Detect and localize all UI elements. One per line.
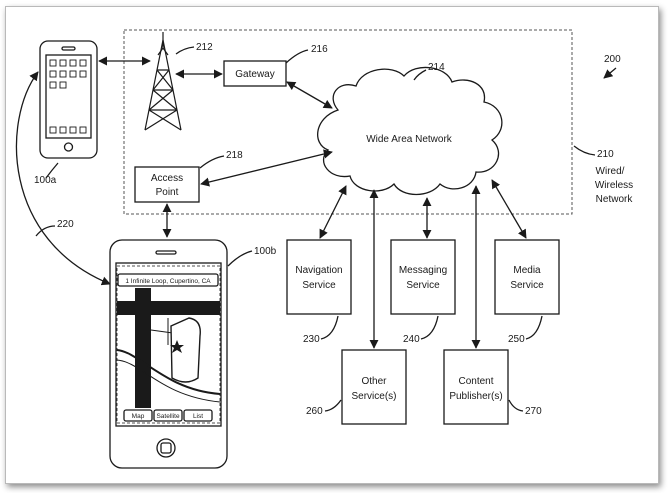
link-gateway-wan bbox=[286, 81, 333, 109]
wan-cloud bbox=[317, 66, 503, 196]
boundary-label-line1: Wired/ bbox=[596, 166, 625, 177]
content-publishers-label-line1: Content bbox=[458, 376, 493, 387]
network-boundary bbox=[123, 29, 573, 215]
messaging-service-ref: 240 bbox=[403, 334, 420, 345]
content-publishers-ref-line bbox=[508, 399, 524, 412]
device-b-screen bbox=[115, 262, 222, 427]
figure-ref: 200 bbox=[604, 54, 621, 65]
wan-label: Wide Area Network bbox=[366, 134, 453, 145]
navigation-service-label-line1: Navigation bbox=[295, 265, 342, 276]
location-star-icon bbox=[170, 340, 184, 353]
device-a-ref: 100a bbox=[34, 175, 57, 186]
link-ap-wan bbox=[200, 149, 333, 187]
navigation-service-label-line2: Service bbox=[302, 280, 336, 291]
boundary-ref: 210 bbox=[597, 149, 614, 160]
boundary-label-line2: Wireless bbox=[595, 180, 633, 191]
other-services: Other Service(s) 260 bbox=[306, 349, 407, 425]
wan-ref-line bbox=[413, 69, 427, 81]
tab-satellite-label: Satellite bbox=[156, 413, 180, 420]
messaging-service: Messaging Service 240 bbox=[390, 239, 456, 345]
navigation-service-ref: 230 bbox=[303, 334, 320, 345]
other-services-label-line1: Other bbox=[361, 376, 387, 387]
messaging-service-label-line2: Service bbox=[406, 280, 440, 291]
tab-satellite[interactable] bbox=[153, 409, 183, 422]
device-b-tab-bar: Map Satellite List bbox=[123, 409, 213, 422]
other-services-label-line2: Service(s) bbox=[351, 391, 396, 402]
device-b-address-bar bbox=[117, 273, 219, 287]
media-service-label-line2: Service bbox=[510, 280, 544, 291]
link-wan-navigation bbox=[319, 185, 347, 239]
device-a-body bbox=[39, 40, 98, 159]
device-b-ref: 100b bbox=[254, 246, 277, 257]
access-point-ref-line bbox=[199, 155, 225, 169]
gateway-label: Gateway bbox=[235, 69, 274, 80]
other-services-ref: 260 bbox=[306, 406, 323, 417]
boundary-label-line3: Network bbox=[596, 194, 634, 205]
figure-ref-arrow bbox=[603, 67, 617, 79]
device-b-map bbox=[116, 288, 221, 408]
access-point-label-line1: Access bbox=[151, 173, 183, 184]
navigation-service-box bbox=[286, 239, 352, 315]
media-service: Media Service 250 bbox=[494, 239, 560, 345]
tab-list-label: List bbox=[193, 413, 203, 420]
navigation-service: Navigation Service 230 bbox=[286, 239, 352, 345]
device-a bbox=[39, 40, 98, 159]
link-ref: 220 bbox=[57, 219, 74, 230]
gateway-box bbox=[223, 60, 287, 87]
tab-list[interactable] bbox=[183, 409, 213, 422]
tower-ref-line bbox=[175, 46, 195, 55]
media-service-label-line1: Media bbox=[513, 265, 541, 276]
gateway-ref-line bbox=[285, 49, 309, 64]
tab-map-label: Map bbox=[132, 413, 145, 420]
wan-ref: 214 bbox=[428, 62, 445, 73]
link-ref-line bbox=[35, 225, 56, 237]
cell-tower-icon bbox=[144, 32, 182, 131]
messaging-service-ref-line bbox=[420, 315, 439, 340]
tower-ref: 212 bbox=[196, 42, 213, 53]
content-publishers-ref: 270 bbox=[525, 406, 542, 417]
device-b-ref-line bbox=[227, 250, 253, 267]
content-publishers-label-line2: Publisher(s) bbox=[449, 391, 502, 402]
media-service-ref-line bbox=[525, 315, 543, 340]
other-services-box bbox=[341, 349, 407, 425]
navigation-service-ref-line bbox=[320, 315, 339, 340]
gateway-ref: 216 bbox=[311, 44, 328, 55]
messaging-service-box bbox=[390, 239, 456, 315]
access-point-box bbox=[134, 166, 200, 203]
access-point-ref: 218 bbox=[226, 150, 243, 161]
link-device-a-device-b bbox=[15, 71, 111, 286]
media-service-box bbox=[494, 239, 560, 315]
content-publishers: Content Publisher(s) 270 bbox=[443, 349, 542, 425]
messaging-service-label-line1: Messaging bbox=[399, 265, 447, 276]
access-point-label-line2: Point bbox=[156, 187, 179, 198]
other-services-ref-line bbox=[324, 399, 342, 412]
device-b: 1 Infinite Loop, Cupertino, CA Map Satel… bbox=[109, 239, 228, 469]
device-b-home-button bbox=[156, 438, 176, 458]
link-wan-media bbox=[491, 179, 527, 239]
media-service-ref: 250 bbox=[508, 334, 525, 345]
content-publishers-box bbox=[443, 349, 509, 425]
device-b-address: 1 Infinite Loop, Cupertino, CA bbox=[125, 278, 211, 285]
boundary-ref-line bbox=[573, 145, 596, 156]
tab-map[interactable] bbox=[123, 409, 153, 422]
